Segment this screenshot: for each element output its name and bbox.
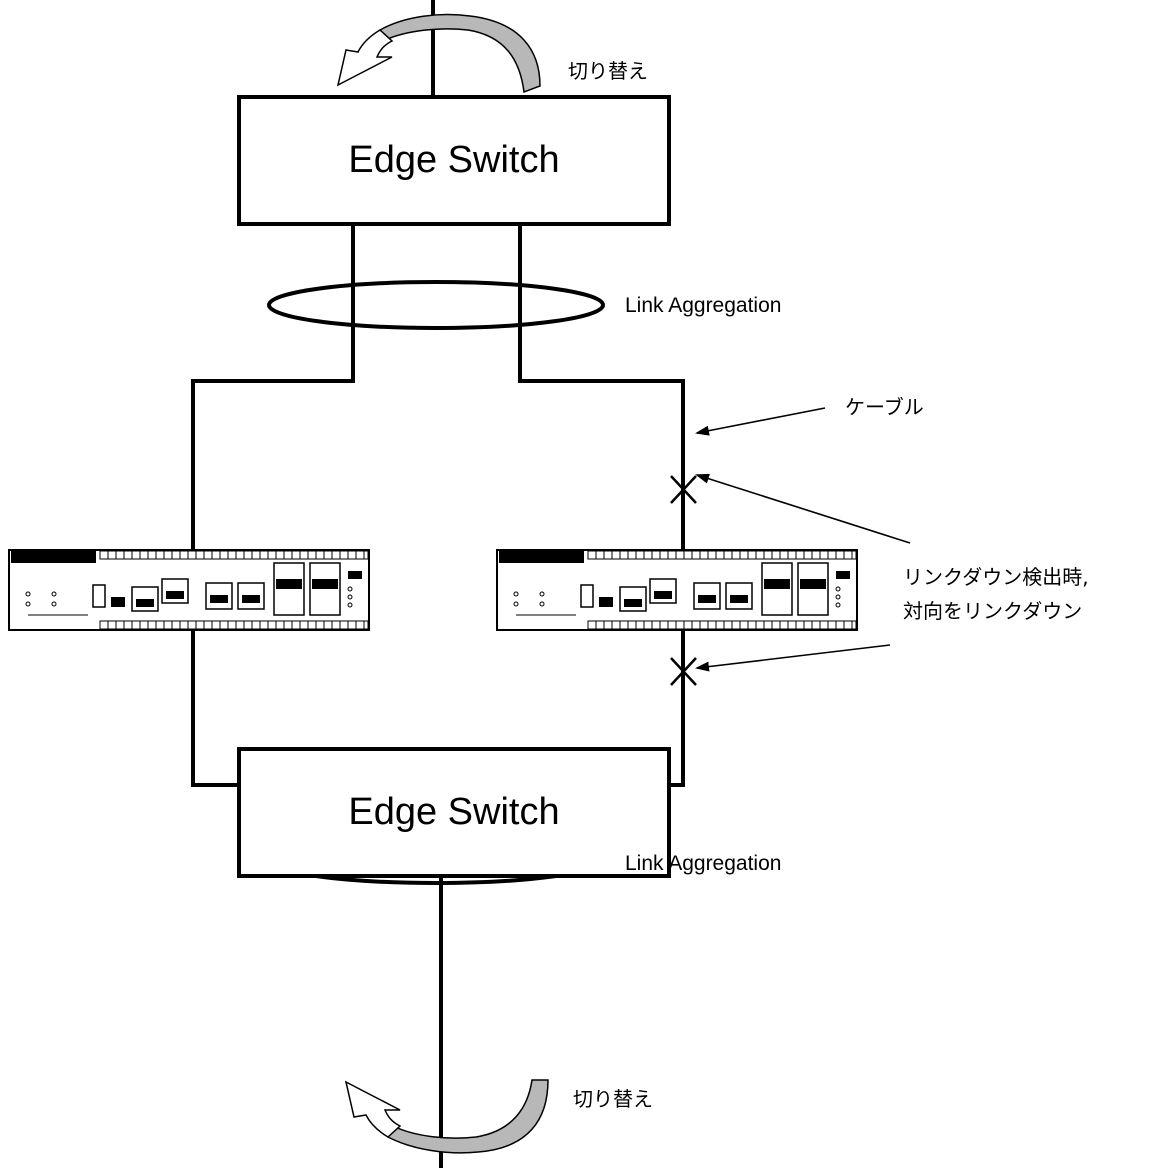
switchover-label-bottom: 切り替え bbox=[573, 1087, 653, 1111]
link-aggregation-label-top: Link Aggregation bbox=[625, 294, 782, 317]
detect-pointer-arrow-lower bbox=[695, 644, 891, 672]
link-aggregation-ellipse-top bbox=[267, 280, 605, 330]
link-down-mark-lower bbox=[670, 657, 697, 686]
cable-left-upper bbox=[191, 226, 355, 553]
edge-switch-top: Edge Switch bbox=[237, 95, 671, 226]
edge-switch-top-label: Edge Switch bbox=[348, 139, 560, 181]
edge-switch-bottom-label: Edge Switch bbox=[348, 791, 560, 833]
network-device-right bbox=[496, 549, 858, 631]
link-down-detect-label-line2: 対向をリンクダウン bbox=[903, 599, 1083, 623]
link-down-mark-upper bbox=[670, 475, 697, 504]
link-aggregation-label-bottom: Link Aggregation bbox=[625, 852, 782, 875]
edge-switch-bottom: Edge Switch bbox=[237, 747, 671, 878]
cable-pointer-arrow bbox=[695, 407, 826, 436]
network-device-left bbox=[8, 549, 370, 631]
switchover-arrow-top bbox=[336, 13, 541, 94]
switchover-label-top: 切り替え bbox=[568, 59, 648, 83]
detect-pointer-arrow-upper bbox=[695, 473, 911, 544]
link-down-detect-label-line1: リンクダウン検出時, bbox=[903, 565, 1089, 589]
cable-right-upper bbox=[518, 226, 685, 553]
switchover-arrow-bottom bbox=[344, 1079, 549, 1154]
cable-label: ケーブル bbox=[845, 395, 924, 419]
